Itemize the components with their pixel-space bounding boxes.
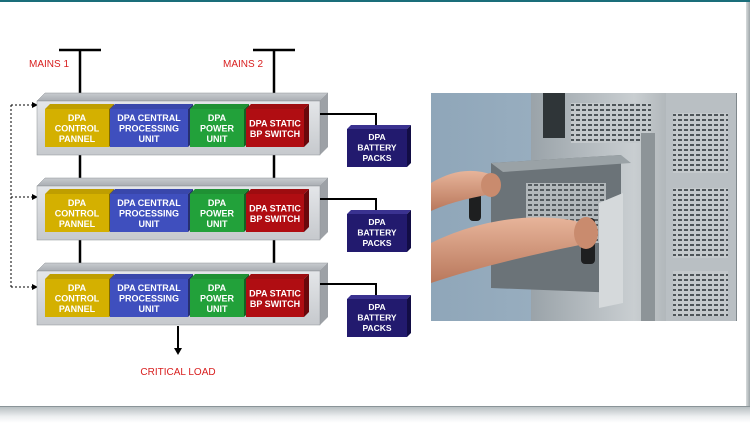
battery-connection: [320, 113, 377, 127]
central-processing-unit-block-label-line: UNIT: [139, 219, 160, 229]
bottom-border: [0, 406, 750, 423]
battery-packs-label-line: DPA: [368, 217, 385, 227]
mains-1-label: MAINS 1: [29, 59, 69, 70]
power-unit-block-label-line: UNIT: [207, 304, 228, 314]
control-pannel-block-label-line: CONTROL: [55, 294, 100, 304]
central-processing-unit-block-label-line: UNIT: [139, 304, 160, 314]
control-pannel-block-label-line: PANNEL: [59, 219, 96, 229]
power-unit-block-label-line: DPA: [208, 113, 227, 123]
power-unit-block-label-line: POWER: [200, 209, 235, 219]
critical-load-output: [174, 326, 182, 355]
control-pannel-block-label-line: CONTROL: [55, 209, 100, 219]
central-processing-unit-block-label-line: UNIT: [139, 134, 160, 144]
control-pannel-block-label-line: DPA: [68, 198, 87, 208]
central-processing-unit-block-label-line: DPA CENTRAL: [117, 198, 181, 208]
rack-side: [320, 178, 328, 240]
battery-packs-label-line: BATTERY: [357, 228, 397, 238]
critical-load-label: CRITICAL LOAD: [140, 367, 215, 378]
control-pannel-block-label-line: DPA: [68, 113, 87, 123]
battery-packs-label-line: BATTERY: [357, 313, 397, 323]
top-border: [0, 0, 750, 2]
rack-side: [320, 263, 328, 325]
static-bp-switch-block-label-line: BP SWITCH: [250, 129, 300, 139]
battery-packs-label-line: PACKS: [362, 323, 391, 333]
rack-side: [320, 93, 328, 155]
battery-packs-label-line: PACKS: [362, 238, 391, 248]
rack-top: [36, 177, 329, 187]
central-processing-unit-block-label-line: PROCESSING: [119, 294, 179, 304]
control-pannel-block-label-line: DPA: [68, 283, 87, 293]
power-unit-block-label-line: POWER: [200, 124, 235, 134]
static-bp-switch-block-label-line: DPA STATIC: [249, 288, 301, 298]
power-unit-block-label-line: UNIT: [207, 219, 228, 229]
power-unit-block-label-line: UNIT: [207, 134, 228, 144]
rack-top: [36, 262, 329, 272]
static-bp-switch-block-label-line: DPA STATIC: [249, 203, 301, 213]
parallel-bus: [10, 102, 38, 290]
battery-packs-label-line: PACKS: [362, 153, 391, 163]
control-pannel-block-label-line: PANNEL: [59, 304, 96, 314]
control-pannel-block-label-line: CONTROL: [55, 124, 100, 134]
central-processing-unit-block-label-line: DPA CENTRAL: [117, 283, 181, 293]
module-links: [78, 155, 276, 263]
control-pannel-block-label-line: PANNEL: [59, 134, 96, 144]
module-photo: [431, 93, 737, 321]
central-processing-unit-block-label-line: PROCESSING: [119, 209, 179, 219]
power-unit-block-label-line: POWER: [200, 294, 235, 304]
battery-packs-label-line: BATTERY: [357, 143, 397, 153]
static-bp-switch-block-label-line: BP SWITCH: [250, 214, 300, 224]
static-bp-switch-block-label-line: BP SWITCH: [250, 299, 300, 309]
battery-packs-label-line: DPA: [368, 132, 385, 142]
static-bp-switch-block-label-line: DPA STATIC: [249, 118, 301, 128]
battery-connection: [320, 283, 377, 297]
mains-2-label: MAINS 2: [223, 59, 263, 70]
mains-1-feed: [59, 48, 101, 93]
mains-2-feed: [253, 48, 295, 93]
central-processing-unit-block-label-line: PROCESSING: [119, 124, 179, 134]
power-unit-block-label-line: DPA: [208, 283, 227, 293]
battery-packs-label-line: DPA: [368, 302, 385, 312]
rack-top: [36, 92, 329, 102]
central-processing-unit-block-label-line: DPA CENTRAL: [117, 113, 181, 123]
right-shadow: [746, 2, 750, 406]
power-unit-block-label-line: DPA: [208, 198, 227, 208]
battery-connection: [320, 198, 377, 212]
